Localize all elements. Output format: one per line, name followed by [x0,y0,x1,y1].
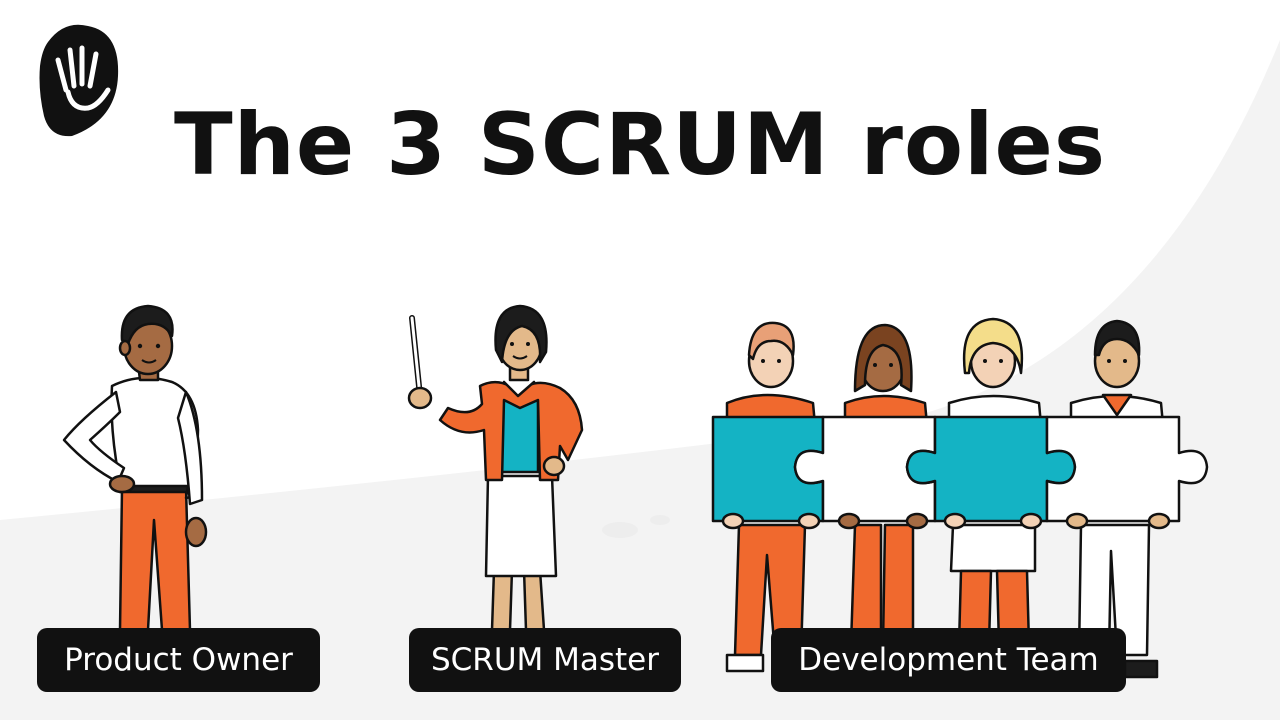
scrum-master-label: SCRUM Master [409,628,681,692]
scrum-master-figure [407,304,584,630]
hand-icon [39,24,119,137]
development-team-label: Development Team [771,628,1126,692]
product-owner-figure [62,304,208,630]
slide-title: The 3 SCRUM roles [173,95,1107,195]
product-owner-label: Product Owner [37,628,320,692]
